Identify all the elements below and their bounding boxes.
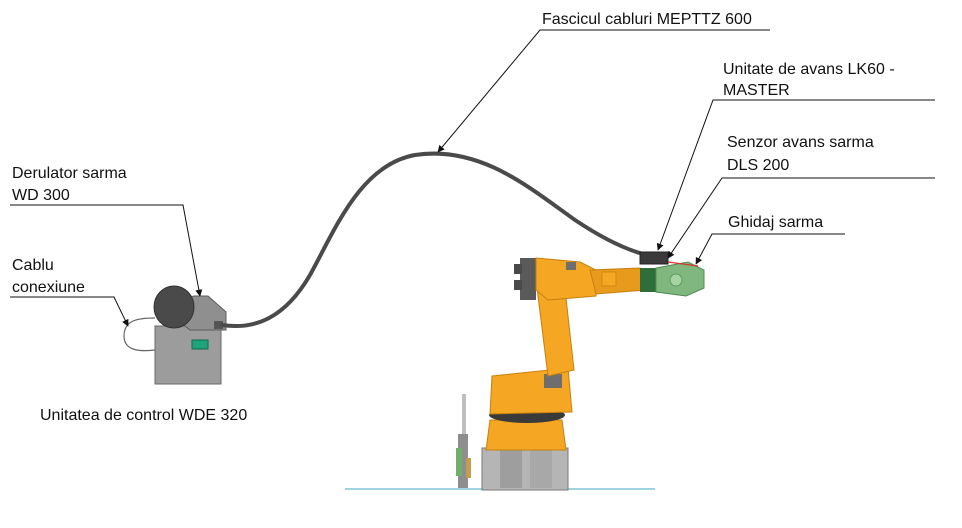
robot-counterweight-block <box>514 264 522 274</box>
robot-forearm-joint <box>601 271 617 287</box>
robot-counterweight-block <box>514 280 522 290</box>
label-wire-sensor-line2: DLS 200 <box>727 157 789 174</box>
leader-cable-bundle <box>437 29 770 153</box>
cable-bundle <box>220 151 654 328</box>
wire-stand-pole <box>462 394 466 434</box>
label-control-unit: Unitatea de control WDE 320 <box>40 407 247 424</box>
robot-turret <box>485 419 567 451</box>
wire-stand-detail <box>456 448 462 476</box>
control-unit-group <box>123 285 227 385</box>
unwinder-outlet <box>214 321 223 329</box>
label-cable-bundle: Fascicul cabluri MEPTTZ 600 <box>542 11 752 28</box>
robot-forearm <box>589 267 647 295</box>
robot-base-panel <box>500 450 522 488</box>
leader-feed-unit <box>656 99 935 251</box>
leader-wire-sensor <box>667 177 935 259</box>
unwinder-drum <box>153 285 195 329</box>
feed-unit-block <box>639 251 669 265</box>
leader-unwinder <box>10 204 203 297</box>
label-connection-cable-line1: Cablu <box>12 257 54 274</box>
label-wire-sensor-line1: Senzor avans sarma <box>727 134 874 151</box>
robot-body-cap <box>544 374 562 388</box>
leader-lines <box>10 29 935 327</box>
robot-shoulder <box>535 257 597 301</box>
label-feed-unit-line2: MASTER <box>723 82 790 99</box>
control-unit-cabinet <box>154 325 222 385</box>
label-unwinder-line1: Derulator sarma <box>12 165 127 182</box>
robot-counterweight <box>520 258 536 300</box>
leader-wire-guide <box>695 233 845 265</box>
torch-nozzle <box>669 273 683 287</box>
wire-stand-detail <box>466 458 471 478</box>
robot-group <box>481 251 705 491</box>
label-feed-unit-line1: Unitate de avans LK60 - <box>723 61 895 78</box>
control-unit-display <box>191 339 209 350</box>
label-connection-cable-line2: conexiune <box>12 279 85 296</box>
wire-guide-line <box>667 261 699 267</box>
robot-base-panel <box>530 450 552 488</box>
label-unwinder-line2: WD 300 <box>12 187 70 204</box>
leader-connection-cable <box>10 296 129 327</box>
robot-wrist <box>640 268 656 292</box>
wire-stand-group <box>456 394 471 488</box>
wire-stand-body <box>458 434 468 488</box>
label-wire-guide: Ghidaj sarma <box>728 214 823 231</box>
robot-base <box>481 447 569 491</box>
connection-cable <box>123 317 156 352</box>
robot-shoulder-cap <box>566 262 576 270</box>
